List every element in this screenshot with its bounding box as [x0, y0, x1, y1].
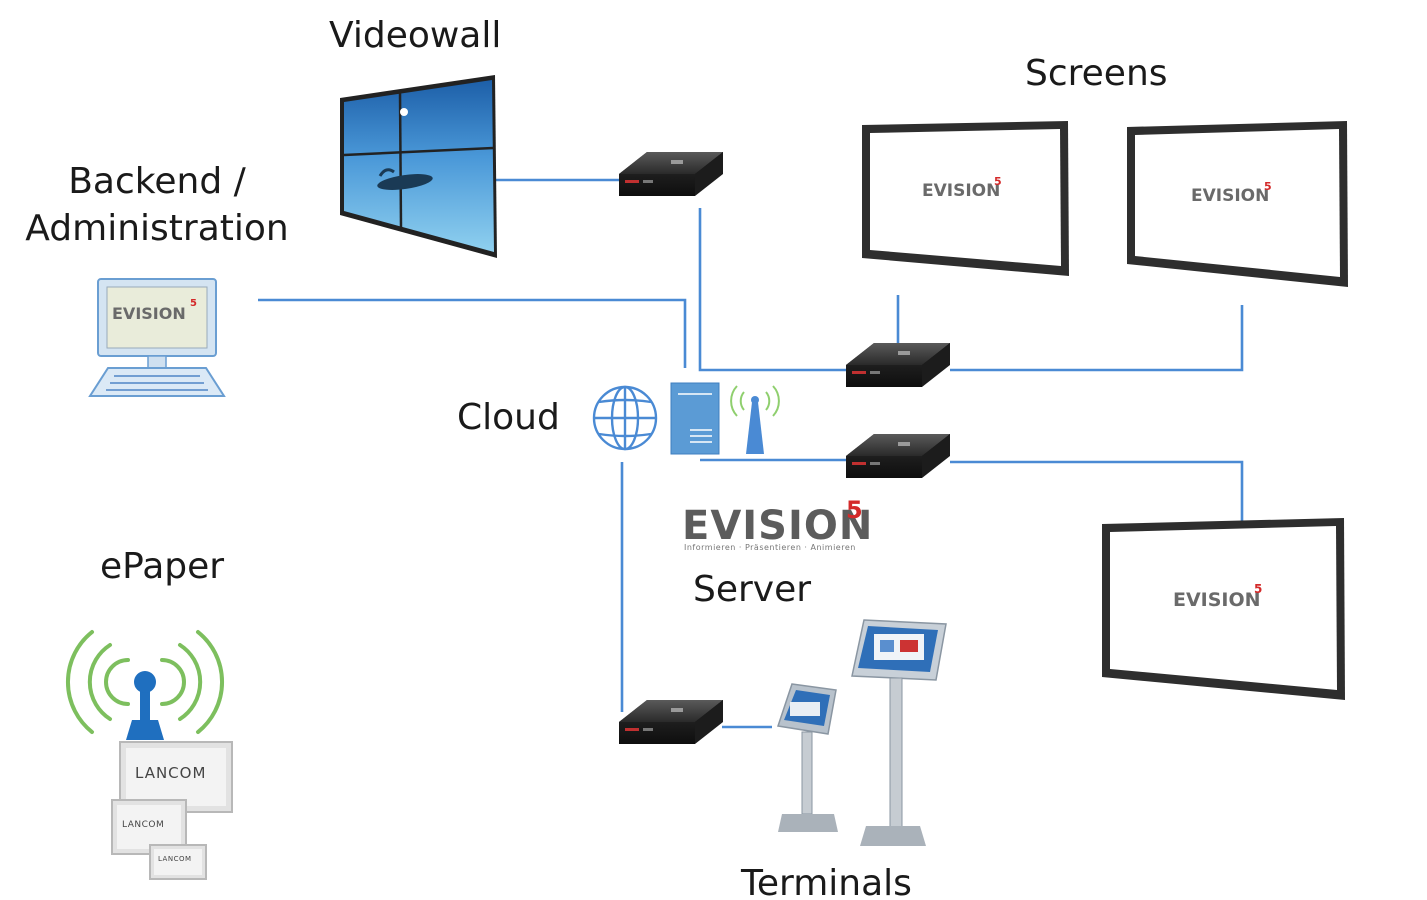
screen-logo-superscript: 5 — [1264, 180, 1272, 193]
wifi-antenna-icon — [65, 630, 225, 740]
screen-logo: EVISION — [1191, 186, 1270, 206]
screen-logo: EVISION — [922, 181, 1001, 201]
laptop-logo-superscript: 5 — [190, 298, 197, 309]
kiosk-icon — [851, 619, 947, 846]
epaper-brand-small: LANCOM — [158, 855, 192, 863]
evision-server-logo-superscript: 5 — [846, 496, 863, 524]
screens-label: Screens — [1025, 53, 1168, 94]
server-label: Server — [693, 569, 812, 610]
screen-logo-superscript: 5 — [1254, 582, 1263, 596]
media-player-icon — [846, 343, 950, 387]
media-player-icon — [619, 700, 723, 744]
epaper-brand-medium: LANCOM — [122, 820, 165, 830]
epaper-brand-large: LANCOM — [135, 764, 207, 782]
media-player-icon — [619, 152, 723, 196]
globe-icon — [592, 385, 658, 451]
screen-logo: EVISION — [1173, 589, 1261, 611]
terminals-label: Terminals — [741, 863, 912, 900]
videowall-display — [340, 75, 497, 258]
media-player-icon — [846, 434, 950, 478]
backend-label-line1: Backend / — [68, 161, 246, 202]
evision-server-logo: EVISION — [682, 503, 874, 549]
screen-display — [1102, 518, 1345, 700]
cloud-label: Cloud — [457, 397, 560, 438]
laptop-icon — [88, 278, 226, 397]
screen-display — [862, 121, 1069, 276]
laptop-logo: EVISION — [112, 304, 186, 323]
videowall-label: Videowall — [329, 15, 502, 56]
screen-display — [1127, 121, 1348, 287]
epaper-label: ePaper — [100, 546, 225, 587]
backend-label-line2: Administration — [25, 208, 289, 250]
evision-server-logo-tagline: Informieren · Präsentieren · Animieren — [684, 543, 856, 552]
screen-logo-superscript: 5 — [994, 175, 1002, 188]
connector-lines — [258, 178, 1244, 729]
kiosk-icon — [777, 683, 838, 832]
server-icon — [670, 382, 720, 455]
backend-label: Backend / Administration — [22, 160, 292, 250]
antenna-icon — [730, 385, 780, 454]
epaper-displays — [111, 741, 233, 880]
